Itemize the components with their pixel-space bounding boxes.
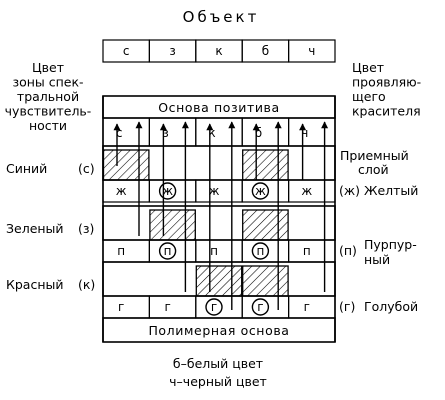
dye-cell-label: ж bbox=[116, 184, 127, 198]
dye-name: Голубой bbox=[364, 299, 418, 314]
dye-cell-label: п bbox=[117, 244, 125, 258]
layer-color-name: Синий bbox=[6, 161, 47, 176]
positive-cell-label: с bbox=[116, 126, 123, 140]
dye-name: Пурпур- bbox=[364, 237, 417, 252]
dye-cell-label: п bbox=[210, 244, 218, 258]
receiving-layer-line: Приемный bbox=[340, 148, 409, 163]
positive-cell-label: з bbox=[162, 126, 168, 140]
dye-circle bbox=[205, 298, 223, 316]
dye-cell-label: г bbox=[118, 300, 124, 314]
layer-color-code: (з) bbox=[78, 221, 94, 236]
positive-cell-label: б bbox=[255, 126, 262, 140]
dye-cell-label: г bbox=[304, 300, 310, 314]
left-header-line: чувствитель- bbox=[5, 104, 92, 119]
exposed-zone bbox=[149, 209, 196, 241]
light-arrows bbox=[113, 121, 329, 310]
dye-code: (п) bbox=[339, 243, 357, 258]
dye-cell-label: п bbox=[256, 244, 264, 258]
exposed-zone bbox=[242, 149, 289, 181]
layer-color-name: Красный bbox=[6, 277, 64, 292]
dye-cell-label: п bbox=[303, 244, 311, 258]
legend-black: ч–черный цвет bbox=[169, 374, 267, 389]
dye-cell bbox=[195, 239, 243, 263]
dye-cell-label: г bbox=[257, 300, 263, 314]
exposed-zone bbox=[242, 209, 289, 241]
receiving-layer-line: слой bbox=[358, 162, 389, 177]
diagram-title: Объект bbox=[183, 8, 260, 26]
dye-circle bbox=[251, 242, 270, 260]
polymer-base-label: Полимерная основа bbox=[148, 323, 289, 338]
dye-cell bbox=[102, 295, 151, 319]
positive-cell-label: ч bbox=[301, 126, 308, 140]
dye-cell-label: п bbox=[164, 244, 172, 258]
legend-white: б–белый цвет bbox=[173, 356, 263, 371]
positive-cell bbox=[102, 117, 151, 147]
dye-circle bbox=[251, 182, 270, 200]
sensitivity-band bbox=[102, 205, 336, 241]
dye-cell bbox=[288, 295, 336, 319]
positive-cell bbox=[148, 117, 197, 147]
layer-stack: Основа позитива с з к б ч ж ж ж ж ж Синий (с) (ж) Же… bbox=[6, 95, 418, 343]
dye-cell-label: ж bbox=[255, 184, 266, 198]
dye-cell bbox=[288, 239, 336, 263]
right-header-line: щего bbox=[352, 89, 386, 104]
dye-cell-label: ж bbox=[162, 184, 173, 198]
right-header-line: проявляю- bbox=[352, 75, 421, 90]
layer-color-code: (к) bbox=[78, 277, 95, 292]
dye-name: ный bbox=[364, 252, 390, 267]
dye-cell-label: ж bbox=[209, 184, 220, 198]
dye-cell bbox=[148, 295, 197, 319]
object-cell-label: ч bbox=[308, 44, 315, 58]
object-cell-label: к bbox=[215, 44, 222, 58]
left-header-line: тральной bbox=[17, 89, 79, 104]
exposed-zone bbox=[195, 265, 243, 297]
dye-name: Желтый bbox=[364, 183, 418, 198]
exposed-zone bbox=[242, 265, 289, 297]
dye-cell bbox=[102, 239, 151, 263]
left-header-line: ности bbox=[29, 118, 67, 133]
left-header-line: Цвет bbox=[32, 60, 64, 75]
layer-2: г г г г г Красный (к) (г) Голубой bbox=[6, 261, 418, 319]
dye-cell-label: ж bbox=[301, 184, 312, 198]
dye-cell-label: г bbox=[211, 300, 217, 314]
dye-circle bbox=[251, 298, 270, 316]
dye-code: (г) bbox=[339, 299, 355, 314]
dye-circle bbox=[158, 242, 177, 260]
left-header-line: зоны спек- bbox=[12, 75, 83, 90]
object-cell-label: з bbox=[169, 44, 175, 58]
layer-1: п п п п п Зеленый (з) (п) Пурпур-ный bbox=[6, 205, 417, 267]
layers: ж ж ж ж ж Синий (с) (ж) Желтый п п п п п Зеленый (з) (п)… bbox=[6, 145, 418, 319]
positive-cell-label: к bbox=[208, 126, 215, 140]
right-header-line: Цвет bbox=[352, 60, 384, 75]
object-cell-label: б bbox=[262, 44, 269, 58]
object-cell bbox=[288, 39, 336, 63]
positive-cell bbox=[195, 117, 243, 147]
positive-base-label: Основа позитива bbox=[158, 100, 280, 115]
positive-cell bbox=[241, 117, 290, 147]
positive-cell bbox=[288, 117, 336, 147]
object-cell-label: с bbox=[123, 44, 130, 58]
layer-0: ж ж ж ж ж Синий (с) (ж) Желтый bbox=[6, 145, 418, 203]
exposed-zone bbox=[102, 149, 150, 181]
layer-color-code: (с) bbox=[78, 161, 95, 176]
dye-cell-label: г bbox=[164, 300, 170, 314]
right-header-line: красителя bbox=[352, 104, 421, 119]
dye-code: (ж) bbox=[339, 183, 360, 198]
layer-color-name: Зеленый bbox=[6, 221, 64, 236]
